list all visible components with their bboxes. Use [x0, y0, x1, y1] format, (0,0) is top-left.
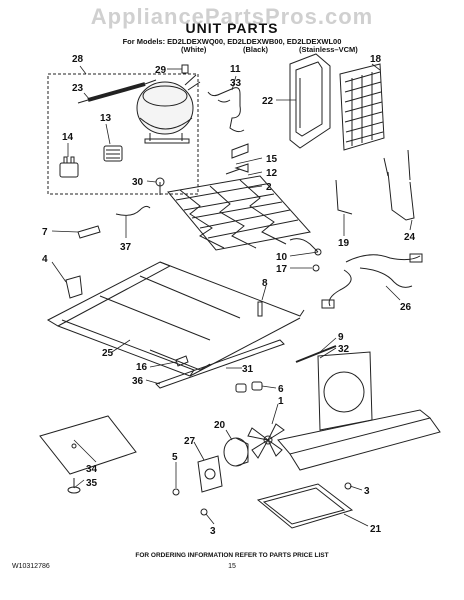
- callout-1: 1: [278, 396, 284, 407]
- capillary-tubes-part: [383, 149, 415, 221]
- drain-pan-part: [256, 483, 354, 529]
- fan-shroud-part: [277, 351, 441, 471]
- callout-37: 37: [120, 242, 132, 253]
- callout-4: 4: [42, 254, 48, 265]
- wire-part: [115, 205, 151, 216]
- motor-bracket-part: [197, 455, 223, 493]
- clamp-part: [289, 238, 319, 253]
- callout-25: 25: [102, 348, 114, 359]
- callout-14: 14: [62, 132, 74, 143]
- model-variants: (White) (Black) (Stainless–VCM): [181, 45, 358, 54]
- cover-panel-part: [39, 415, 137, 475]
- tube-part: [207, 87, 245, 133]
- callout-3a: 3: [364, 486, 370, 497]
- capacitor-part: [59, 162, 79, 178]
- callout-18: 18: [370, 54, 382, 65]
- callout-8: 8: [262, 278, 268, 289]
- callout-11: 11: [230, 64, 241, 75]
- callout-30: 30: [132, 177, 144, 188]
- callout-34: 34: [86, 464, 98, 475]
- callout-3b: 3: [210, 526, 216, 537]
- callout-35: 35: [86, 478, 98, 489]
- callout-7: 7: [42, 227, 48, 238]
- callout-15: 15: [266, 154, 278, 165]
- page-number: 15: [228, 563, 236, 570]
- drier-part: [77, 79, 157, 104]
- clip-part: [335, 179, 353, 215]
- page-title: UNIT PARTS: [185, 20, 279, 36]
- screw-part-17: [312, 264, 320, 272]
- callout-28: 28: [72, 54, 84, 65]
- variant-black: (Black): [243, 45, 269, 54]
- callout-33: 33: [230, 78, 242, 89]
- callout-numbers: 28 29 11 33 18 23 22 13 14 15 30 12 2 7 …: [42, 54, 416, 537]
- callout-21: 21: [370, 524, 382, 535]
- grommets-part: [235, 381, 263, 393]
- watermark: AppliancePartsPros.com: [90, 4, 374, 29]
- callout-32: 32: [338, 344, 350, 355]
- variant-stainless: (Stainless–VCM): [299, 45, 358, 54]
- callout-23: 23: [72, 83, 84, 94]
- rail-part: [155, 339, 285, 389]
- wire-harness-part: [321, 253, 423, 309]
- callout-17: 17: [276, 264, 288, 275]
- callout-13: 13: [100, 113, 112, 124]
- bolt-part: [181, 64, 189, 74]
- callout-9: 9: [338, 332, 344, 343]
- tape-part: [77, 225, 101, 239]
- callout-22: 22: [262, 96, 274, 107]
- callout-31: 31: [242, 364, 254, 375]
- callout-36: 36: [132, 376, 144, 387]
- bracket-part: [231, 143, 249, 159]
- callout-29: 29: [155, 65, 167, 76]
- condenser-frame-part: [289, 53, 331, 149]
- callout-16: 16: [136, 362, 148, 373]
- variant-white: (White): [181, 45, 207, 54]
- models-line: For Models: ED2LDEXWQ00, ED2LDEXWB00, ED…: [122, 37, 342, 46]
- fan-motor-part: [223, 437, 249, 467]
- callout-6: 6: [278, 384, 284, 395]
- callout-2: 2: [266, 182, 272, 193]
- screw-part-5: [172, 488, 180, 496]
- leader-lines: [51, 63, 413, 527]
- support-bracket-part: [65, 275, 83, 299]
- evaporator-part: [167, 175, 311, 251]
- compressor-part: [136, 74, 201, 144]
- callout-12: 12: [266, 168, 278, 179]
- callout-5: 5: [172, 452, 178, 463]
- pin-part: [175, 355, 189, 367]
- screw-part-8: [257, 301, 263, 317]
- callout-27: 27: [184, 436, 196, 447]
- long-screw-part: [295, 345, 337, 363]
- callout-26: 26: [400, 302, 412, 313]
- screw-part-3b: [200, 508, 208, 516]
- callout-10: 10: [276, 252, 288, 263]
- callout-20: 20: [214, 420, 226, 431]
- document-number: W10312786: [12, 563, 50, 570]
- fan-blade-part: [247, 423, 285, 459]
- compressor-group-box: [47, 73, 199, 195]
- callout-19: 19: [338, 238, 350, 249]
- relay-part: [103, 145, 123, 162]
- condenser-coil-part: [339, 63, 385, 151]
- ordering-footer: FOR ORDERING INFORMATION REFER TO PARTS …: [135, 552, 329, 559]
- callout-24: 24: [404, 232, 416, 243]
